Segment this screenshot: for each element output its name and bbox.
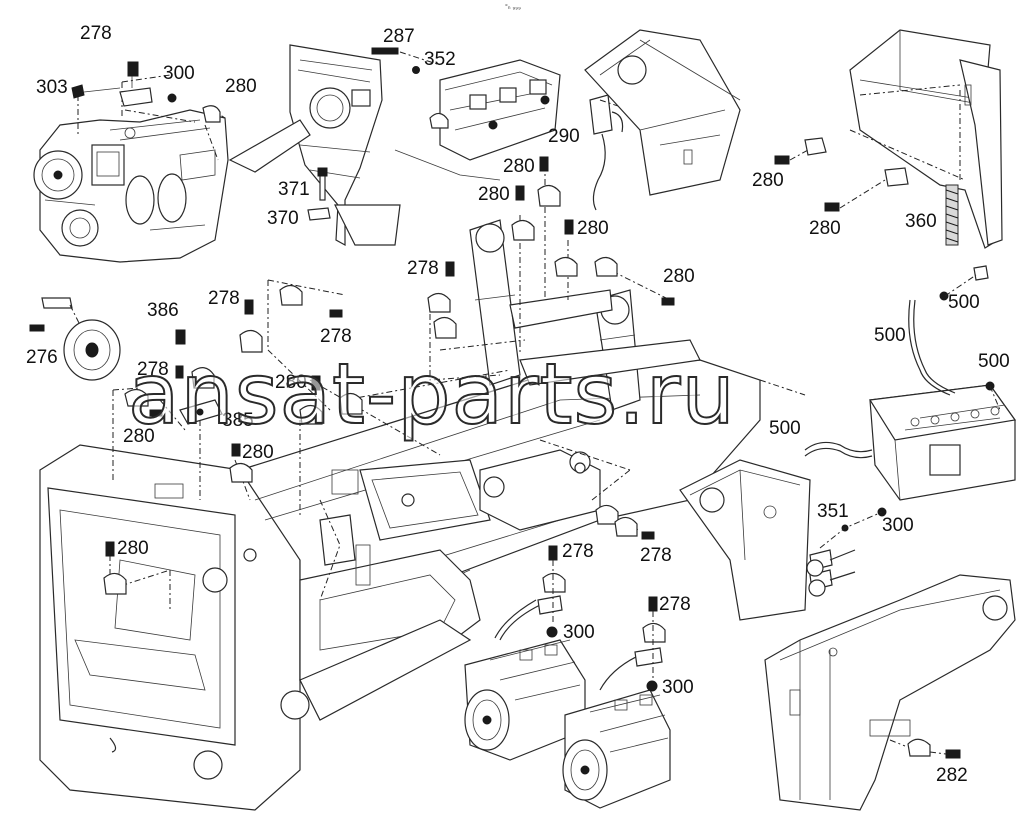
callout-label: 500 <box>978 351 1010 372</box>
callout-label: 278 <box>407 258 439 279</box>
drawing-reference-mark: °ₙ ₉₉₉ <box>505 4 521 11</box>
engine-bracket-leaders <box>71 61 226 161</box>
pulley-wheel <box>29 297 121 381</box>
callout-label: 278 <box>562 541 594 562</box>
callout-label: 278 <box>137 359 169 380</box>
callout-label: 280 <box>225 76 257 97</box>
housing-box <box>774 29 1003 249</box>
harness-connector <box>589 94 631 211</box>
callout-label: 278 <box>659 594 691 615</box>
callout-label: 385 <box>222 410 254 431</box>
callout-label: 278 <box>80 23 112 44</box>
assembly-leader-lines <box>107 165 806 610</box>
callout-label: 360 <box>905 211 937 232</box>
callout-label: 300 <box>662 677 694 698</box>
callout-label: 280 <box>752 170 784 191</box>
callout-label: 280 <box>503 156 535 177</box>
main-chassis-frame <box>39 219 761 811</box>
callout-label: 500 <box>769 418 801 439</box>
rear-mount-bracket <box>679 459 887 621</box>
callout-label: 300 <box>882 515 914 536</box>
callout-label: 278 <box>320 326 352 347</box>
callout-label: 300 <box>163 63 195 84</box>
callout-label: 290 <box>548 126 580 147</box>
site-watermark: ansat-parts.ru <box>127 345 736 443</box>
upright-support <box>228 44 501 247</box>
callout-label: 287 <box>383 26 415 47</box>
callout-label: 280 <box>809 218 841 239</box>
callout-label: 280 <box>478 184 510 205</box>
battery-unit <box>804 265 1017 501</box>
valve-block <box>371 47 561 161</box>
callout-label: 386 <box>147 300 179 321</box>
callout-label: 278 <box>208 288 240 309</box>
callout-label: 280 <box>275 372 307 393</box>
callout-label: 280 <box>123 426 155 447</box>
cab-mount-bracket <box>584 29 741 196</box>
callout-label: 500 <box>948 292 980 313</box>
coil-spring <box>945 184 959 246</box>
callout-label: 351 <box>817 501 849 522</box>
callout-label: 280 <box>663 266 695 287</box>
callout-label: 500 <box>874 325 906 346</box>
lower-right-frame <box>764 574 1016 811</box>
callout-label: 280 <box>117 538 149 559</box>
callout-label: 282 <box>936 765 968 786</box>
engine-assembly <box>33 109 229 263</box>
pump-fittings <box>537 545 666 692</box>
callout-label: 280 <box>577 218 609 239</box>
callout-label: 303 <box>36 77 68 98</box>
callout-label: 276 <box>26 347 58 368</box>
callout-label: 300 <box>563 622 595 643</box>
callout-label: 370 <box>267 208 299 229</box>
callout-label: 280 <box>242 442 274 463</box>
callout-label: 371 <box>278 179 310 200</box>
clamp-fittings <box>103 156 675 595</box>
callout-label: 278 <box>640 545 672 566</box>
callout-label: 352 <box>424 49 456 70</box>
